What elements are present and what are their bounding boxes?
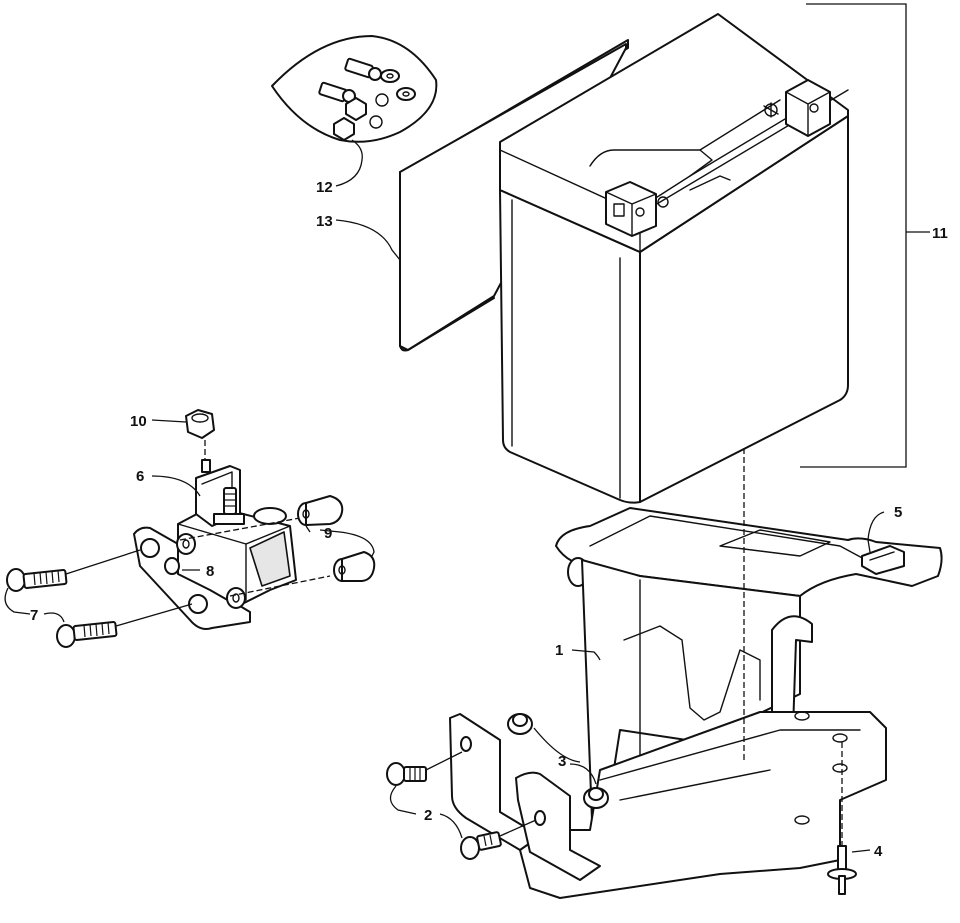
flange-nut-lower <box>583 787 609 809</box>
relay-assembly <box>133 465 331 630</box>
callout-8: 8 <box>206 563 214 580</box>
callout-9: 9 <box>324 525 332 542</box>
callout-10: 10 <box>130 413 147 430</box>
relay-spacer-upper <box>297 495 344 526</box>
callout-11: 11 <box>932 225 948 242</box>
relay-screw-upper <box>6 549 141 592</box>
relay-nut <box>185 409 215 473</box>
flange-nut-upper <box>507 713 533 735</box>
battery <box>499 13 849 504</box>
hold-down-strap <box>555 507 943 597</box>
tray-bolt-lower <box>460 819 537 860</box>
tray-bolt-upper <box>386 751 463 786</box>
callout-5: 5 <box>894 504 902 521</box>
rivet <box>827 742 857 895</box>
callout-12: 12 <box>316 179 333 196</box>
callout-labels: 1 2 3 4 5 6 7 8 9 10 11 12 13 <box>30 179 948 860</box>
battery-bracket-line <box>800 3 930 468</box>
callout-6: 6 <box>136 468 144 485</box>
callout-3: 3 <box>558 753 566 770</box>
callout-7: 7 <box>30 607 38 624</box>
callout-2: 2 <box>424 807 432 824</box>
hardware-kit <box>271 35 438 143</box>
callout-4: 4 <box>874 843 883 860</box>
callout-1: 1 <box>555 642 563 659</box>
relay-spacer-lower <box>333 551 376 582</box>
leader-lines <box>4 139 885 853</box>
callout-13: 13 <box>316 213 333 230</box>
relay-screw-lower <box>56 603 193 648</box>
battery-tray <box>449 448 887 899</box>
